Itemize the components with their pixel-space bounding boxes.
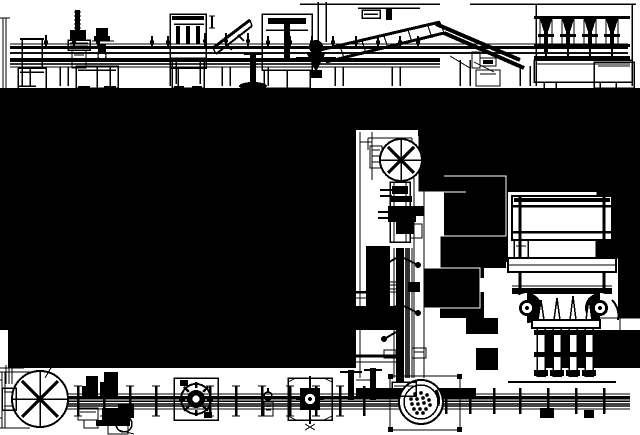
vertical-conveyor-plan — [356, 248, 427, 378]
overhead-frame-elev — [300, 2, 440, 42]
rotary-wheel-plan — [379, 138, 423, 182]
capping-unit-elev — [67, 10, 91, 69]
elevation-linework — [0, 2, 636, 91]
carriage-assembly-plan — [378, 181, 424, 243]
plan-right-frame — [596, 192, 640, 340]
incline-elevator-elev — [319, 20, 525, 73]
machine-module-c-plan — [173, 377, 219, 421]
starwheel-right-plan — [585, 293, 615, 323]
rotary-table-plan — [0, 365, 69, 428]
filler-plan — [507, 195, 620, 418]
filler-elev — [470, 3, 636, 89]
cabinet-elev-2 — [261, 13, 313, 89]
elevation-view — [0, 0, 640, 100]
reject-chute-elev — [212, 18, 253, 55]
labeller-elev — [92, 28, 114, 61]
starwheel-left-plan — [512, 293, 542, 323]
elevation-floor-band — [0, 88, 640, 100]
hopper-elev — [296, 40, 336, 78]
machine-module-b-plan — [96, 372, 135, 435]
valve-fitting-plan — [263, 388, 274, 417]
plan-linework — [0, 132, 640, 435]
pedestal-support-elev — [239, 53, 267, 90]
turntable-plan — [388, 374, 462, 432]
inspection-unit-elev — [169, 13, 207, 90]
filling-lances-plan — [531, 295, 601, 377]
plan-left-frame — [0, 371, 30, 429]
cabinet-elev-1 — [75, 65, 119, 90]
gantry-markers-plan — [340, 368, 382, 400]
plan-view — [0, 130, 640, 435]
machine-module-d-plan — [287, 376, 333, 431]
